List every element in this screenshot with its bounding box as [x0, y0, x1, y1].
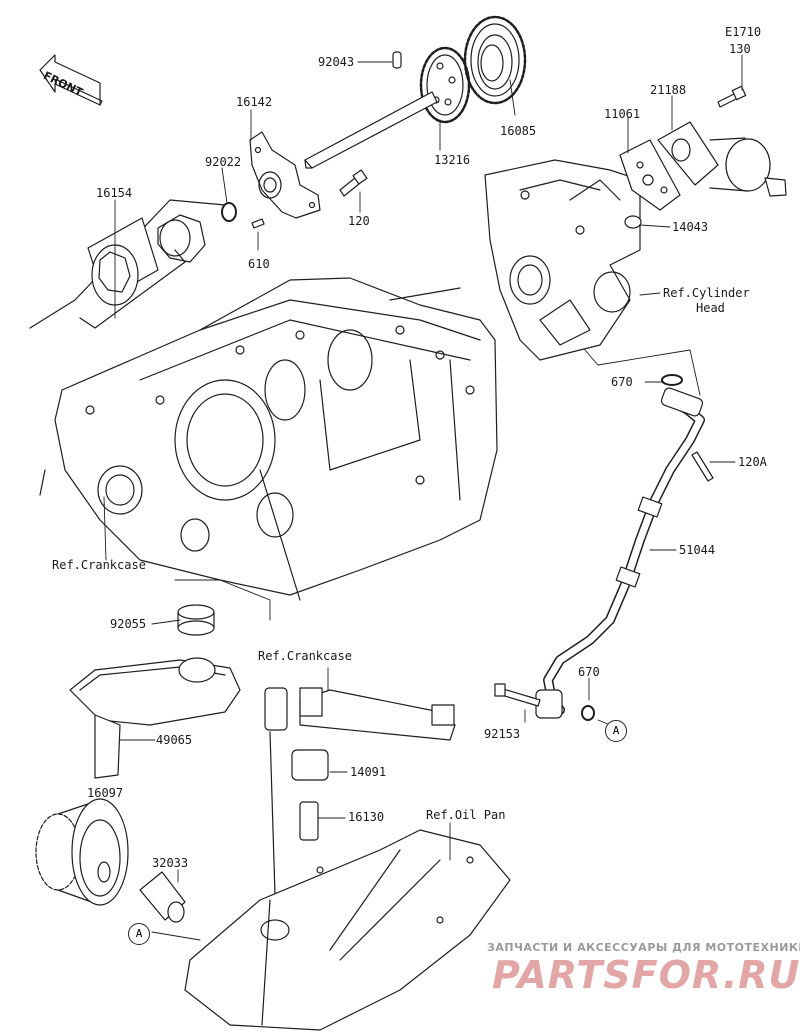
- label-16130: 16130: [348, 810, 385, 824]
- pin-92043: [392, 51, 402, 69]
- label-ref-oil-pan: Ref.Oil Pan: [426, 808, 506, 822]
- label-13216: 13216: [434, 153, 471, 167]
- label-92153: 92153: [484, 727, 521, 741]
- label-ref-head: Head: [696, 301, 725, 315]
- bolt-120: [339, 169, 368, 197]
- label-130: 130: [729, 42, 751, 56]
- label-120a: 120A: [738, 455, 767, 469]
- label-670-top: 670: [611, 375, 633, 389]
- label-49065: 49065: [156, 733, 193, 747]
- solenoid-21188: [657, 121, 787, 197]
- gasket-11061: [619, 139, 681, 211]
- pump-shaft: [304, 91, 438, 169]
- oil-pipe-51044: [535, 387, 705, 719]
- label-ref-crankcase-left: Ref.Crankcase: [52, 558, 146, 572]
- washer-14043: [624, 215, 642, 229]
- label-670-bottom: 670: [578, 665, 600, 679]
- oil-filter-16097: [35, 798, 129, 906]
- oring-670-bottom: [581, 705, 595, 721]
- pump-cover-16142: [249, 131, 321, 219]
- label-16097: 16097: [87, 786, 124, 800]
- label-14091: 14091: [350, 765, 387, 779]
- label-ref-crankcase-mid: Ref.Crankcase: [258, 649, 352, 663]
- label-120: 120: [348, 214, 370, 228]
- label-ref-cylinder: Ref.Cylinder: [663, 286, 750, 300]
- bolt-130: [717, 85, 747, 108]
- oring-670-top: [661, 374, 683, 386]
- rotors-16154: [29, 199, 226, 329]
- bolt-120a: [691, 451, 714, 482]
- label-16142: 16142: [236, 95, 273, 109]
- relief-valve-parts: [264, 687, 456, 896]
- label-92055: 92055: [110, 617, 147, 631]
- label-21188: 21188: [650, 83, 687, 97]
- front-direction-arrow: [39, 54, 103, 106]
- label-16154: 16154: [96, 186, 133, 200]
- label-16085: 16085: [500, 124, 537, 138]
- crankcase-body: [39, 277, 498, 601]
- watermark-brand-logo: PARTSFOR.RU: [492, 953, 800, 997]
- label-92022: 92022: [205, 155, 242, 169]
- cylinder-head: [484, 159, 641, 361]
- pin-610: [251, 218, 265, 229]
- label-11061: 11061: [604, 107, 641, 121]
- label-14043: 14043: [672, 220, 709, 234]
- gear-13216: [419, 46, 471, 124]
- gear-16085: [463, 15, 527, 105]
- seal-92055: [177, 604, 215, 636]
- label-e1710: E1710: [725, 25, 762, 39]
- label-32033: 32033: [152, 856, 189, 870]
- leader-lines: [103, 54, 743, 941]
- pipe-32033: [139, 871, 186, 923]
- label-51044: 51044: [679, 543, 716, 557]
- strainer-49065: [69, 657, 241, 779]
- watermark-tagline: ЗАПЧАСТИ И АКСЕССУАРЫ ДЛЯ МОТОТЕХНИКИ: [487, 941, 800, 954]
- label-610: 610: [248, 257, 270, 271]
- label-92043: 92043: [318, 55, 355, 69]
- oil-pan: [184, 829, 511, 1031]
- bolt-92153: [494, 683, 541, 707]
- marker-a-left: A: [128, 923, 150, 945]
- marker-a-right: A: [605, 720, 627, 742]
- oring-92022: [221, 202, 237, 222]
